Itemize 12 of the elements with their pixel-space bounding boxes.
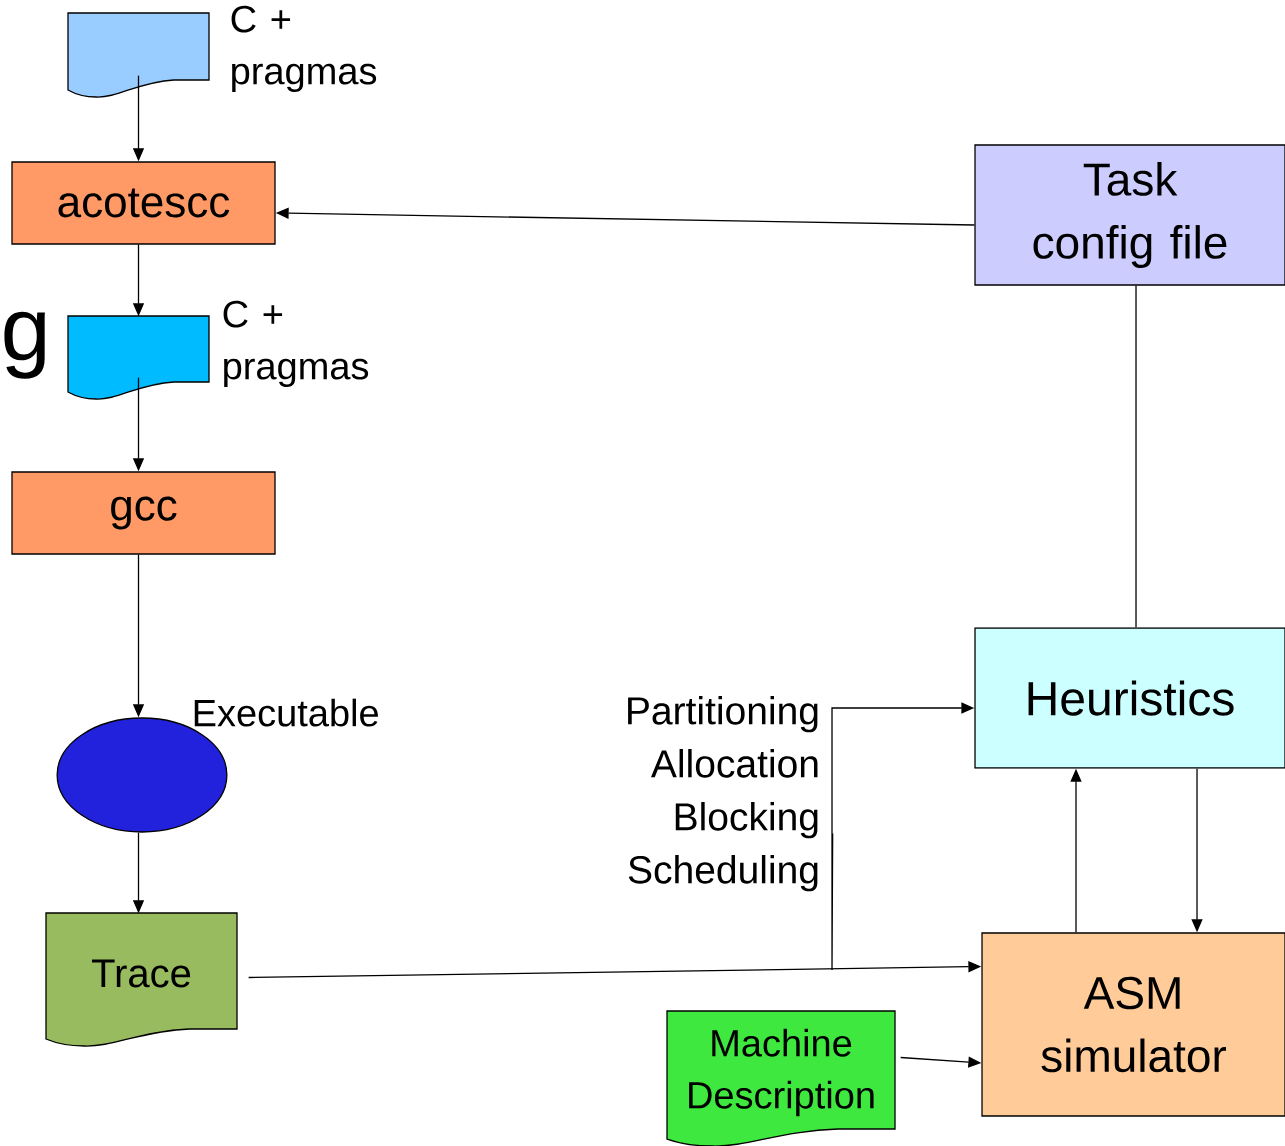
node-caption: C + pragmas xyxy=(231,5,377,93)
node-caption: C + pragmas xyxy=(223,300,369,388)
process-box: acotescc xyxy=(11,161,276,245)
process-box: gcc xyxy=(11,471,276,555)
process-box: Task config file xyxy=(974,144,1285,286)
node-caption: Executable xyxy=(194,698,378,727)
process-box: Heuristics xyxy=(974,627,1285,769)
document-shape xyxy=(67,12,210,98)
title-fragment: g xyxy=(4,311,45,379)
document-shape xyxy=(67,315,210,400)
text-list: Partitioning Allocation Blocking Scheduling xyxy=(628,696,818,892)
process-box: ASM simulator xyxy=(981,932,1285,1117)
